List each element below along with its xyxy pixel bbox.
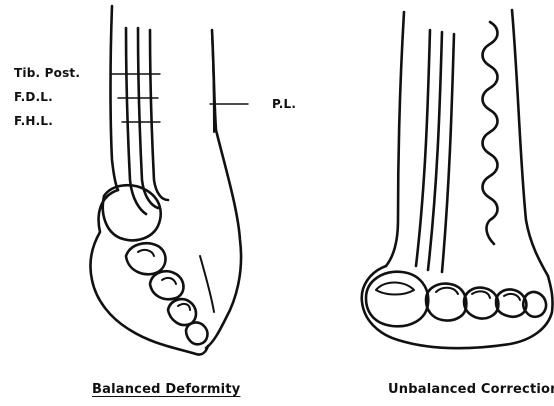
right-tendon-1 (416, 30, 430, 266)
left-arch-crease (200, 256, 214, 312)
left-toe-3-nail (162, 278, 176, 284)
right-toe-2-nail (436, 288, 458, 294)
right-foot-illustration (362, 10, 553, 348)
tendon-fhl (150, 30, 168, 200)
right-big-toe (366, 272, 428, 327)
label-fhl: F.H.L. (14, 114, 53, 128)
left-foot-illustration (90, 6, 248, 355)
right-toe-4-nail (504, 294, 520, 300)
left-toe-2 (126, 243, 166, 274)
right-leg-outline-right (512, 10, 548, 276)
right-toe-3-nail (472, 291, 490, 298)
left-toe-4 (168, 299, 196, 325)
label-pl: P.L. (272, 97, 296, 111)
label-fdl: F.D.L. (14, 90, 53, 104)
right-leg-outline-left (386, 12, 404, 266)
left-leg-outline-left (111, 6, 119, 190)
right-tendon-3 (442, 34, 454, 272)
caption-balanced-deformity: Balanced Deformity (92, 382, 240, 397)
left-toe-3 (150, 271, 184, 299)
caption-unbalanced-correction: Unbalanced Correction (388, 382, 554, 397)
right-big-toe-nail (376, 283, 414, 295)
label-tib-post: Tib. Post. (14, 66, 80, 80)
left-toe-2-nail (138, 250, 154, 256)
left-foot-outline (90, 190, 208, 355)
left-toe-5 (186, 323, 207, 345)
right-wavy-tendon (483, 22, 498, 244)
left-toe-4-nail (178, 304, 190, 310)
right-toe-2 (426, 284, 466, 321)
